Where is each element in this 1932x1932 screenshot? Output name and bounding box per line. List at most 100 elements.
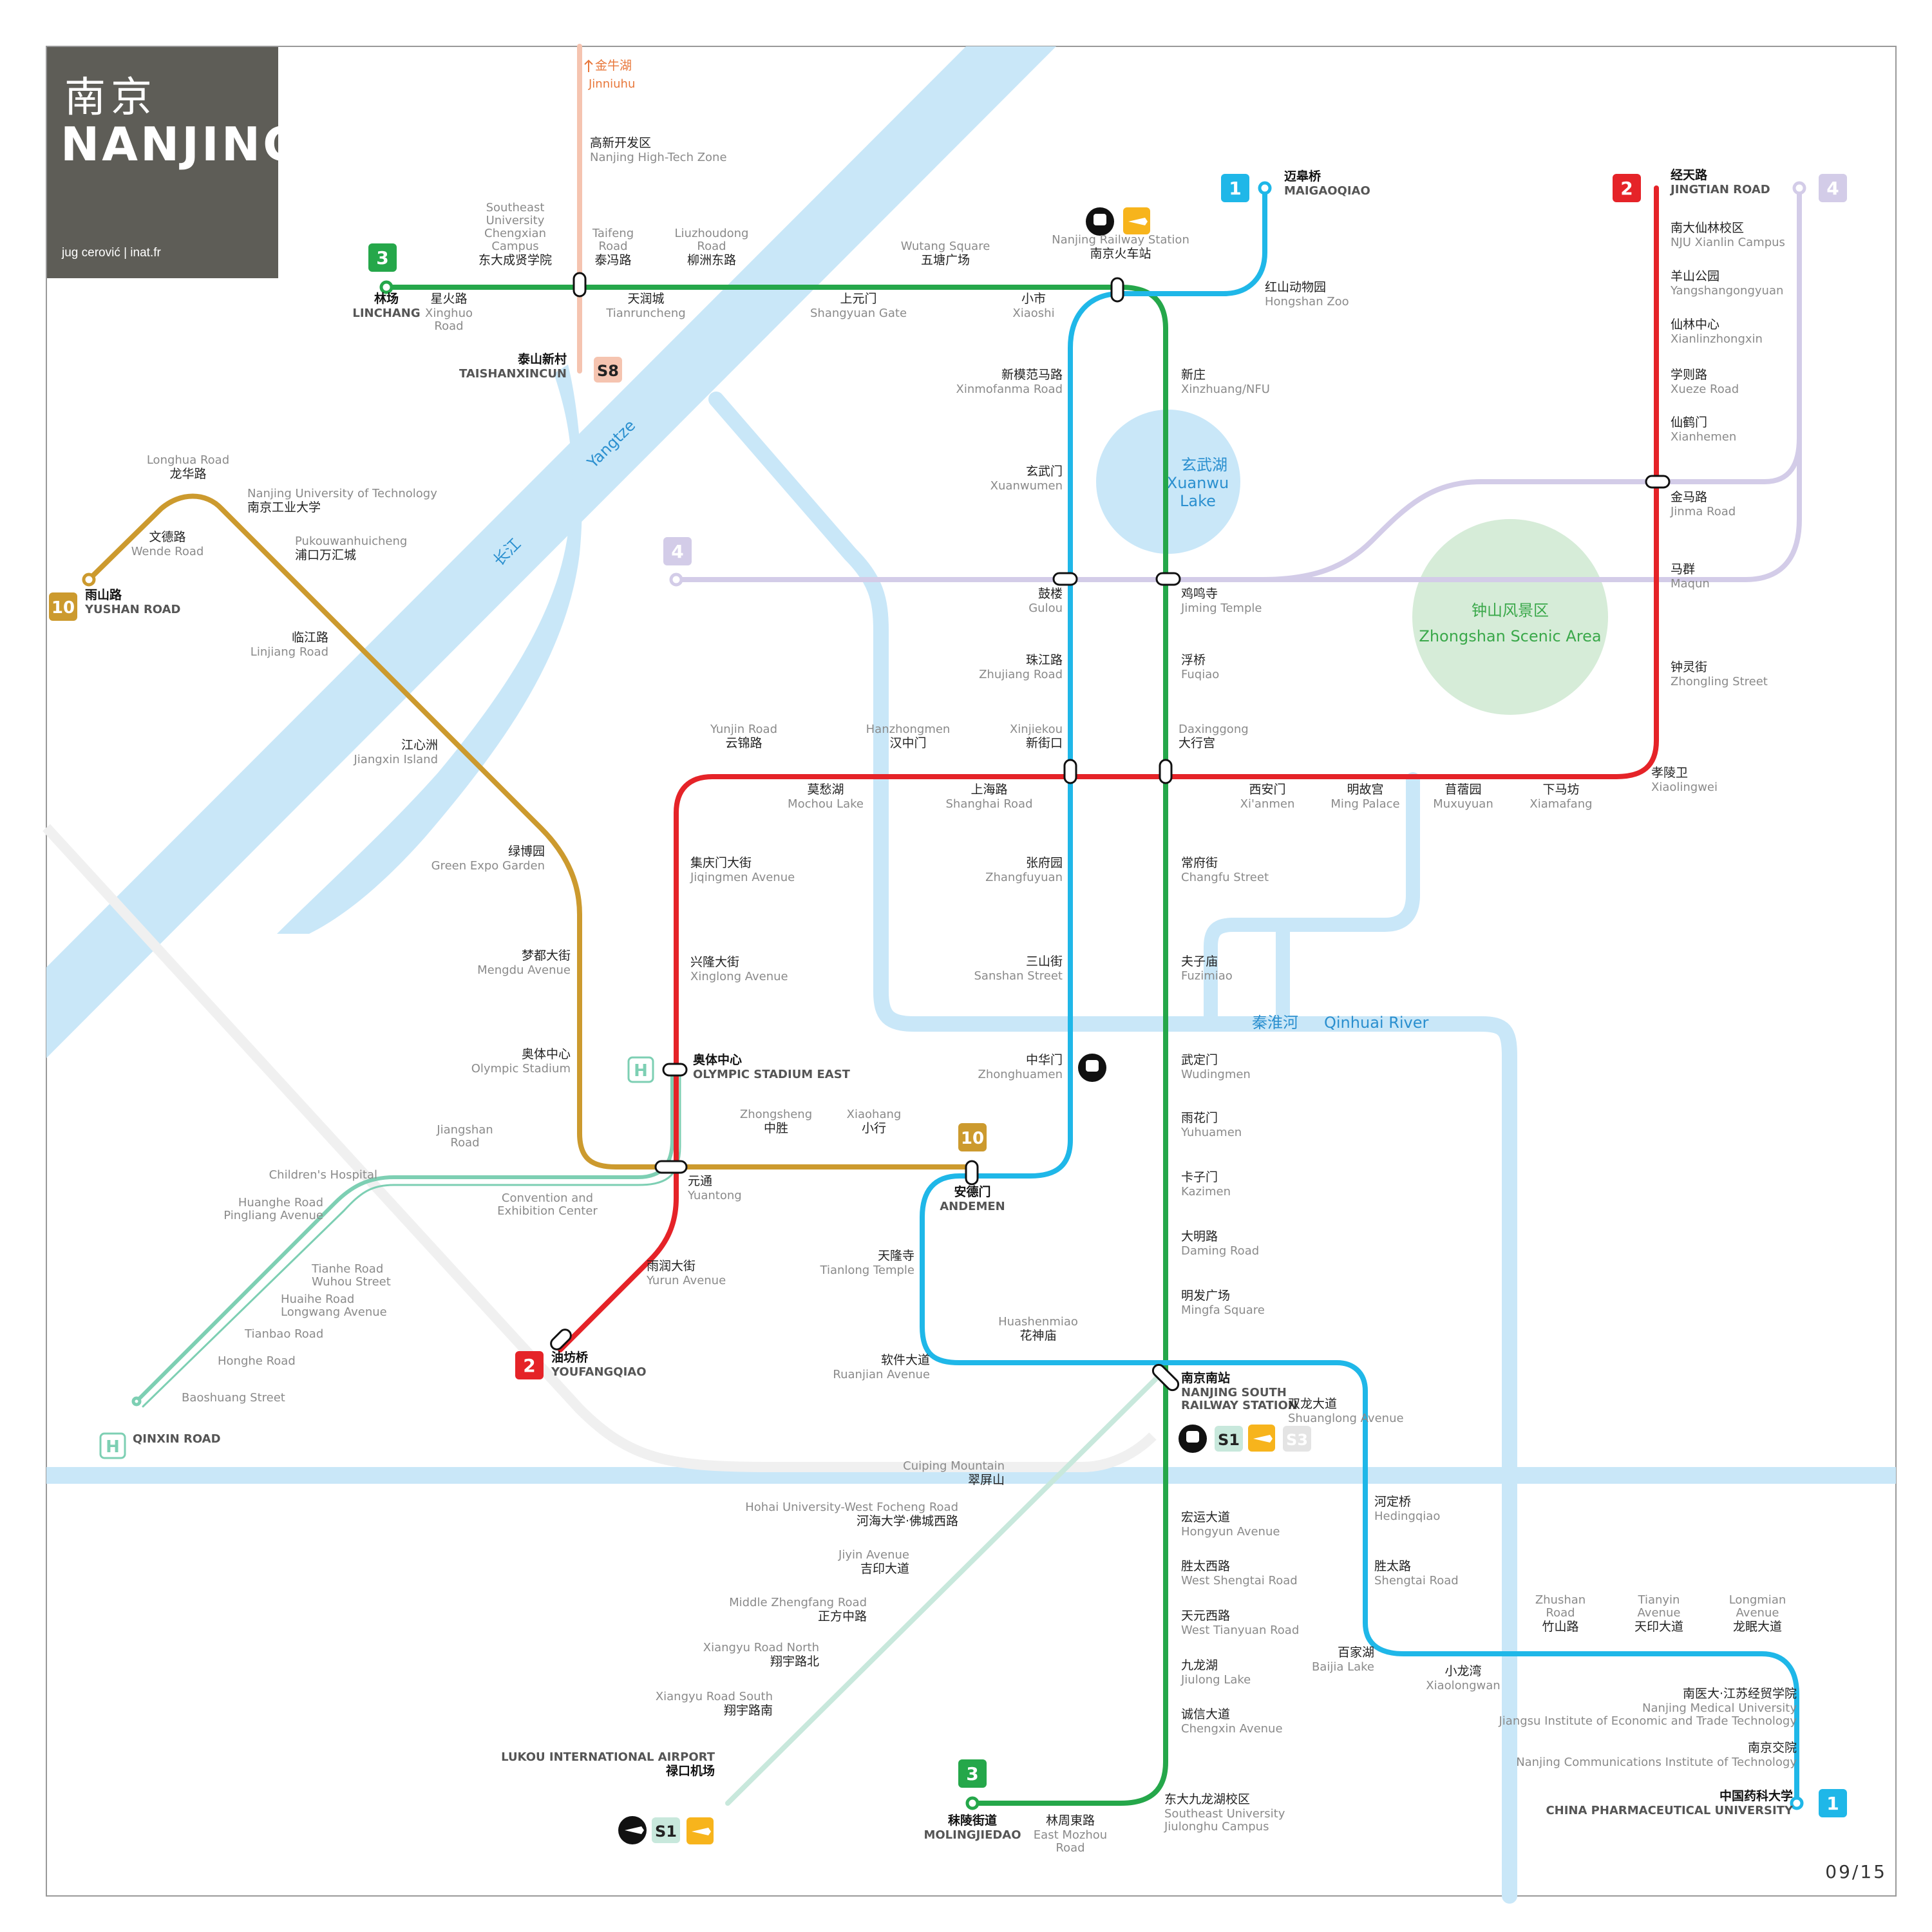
station-101[interactable]: Baoshuang Street (182, 1391, 285, 1405)
station-100[interactable]: Honghe Road (218, 1354, 296, 1368)
station-102[interactable]: QINXIN ROAD (133, 1432, 221, 1446)
station-99[interactable]: Tianbao Road (244, 1327, 323, 1341)
station-104[interactable]: Hohai University-West Focheng Road河海大学·佛… (745, 1501, 958, 1528)
station-94[interactable]: Children's Hospital (269, 1168, 377, 1182)
